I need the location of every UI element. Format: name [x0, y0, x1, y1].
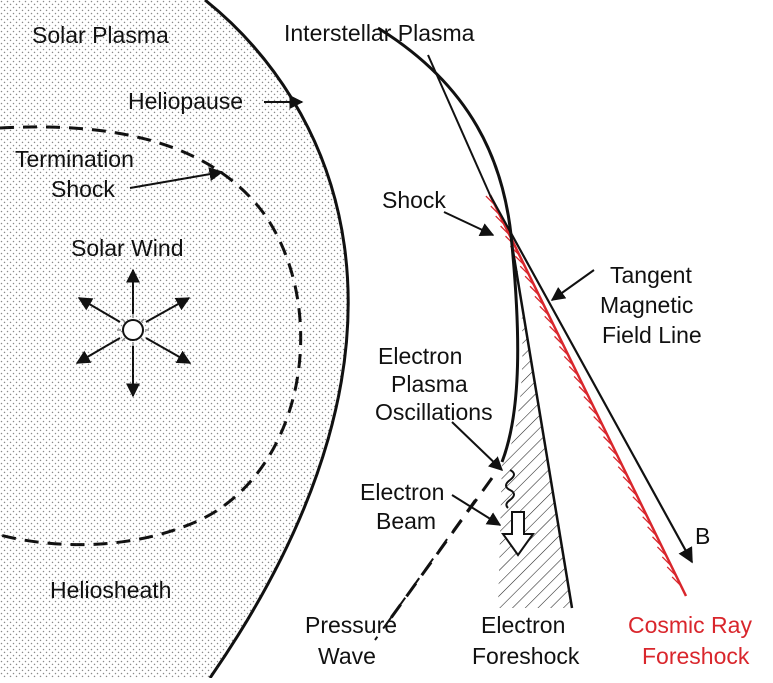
pressure-wave-line-inner — [374, 499, 476, 641]
cosmic-ray-hatch-tick — [568, 365, 579, 376]
tangent-field-line-upper — [427, 54, 491, 196]
electron-beam-label-1: Electron — [360, 479, 444, 505]
cosmic-ray-hatch-tick — [539, 305, 550, 316]
tangent-field-line-pointer — [550, 269, 595, 301]
heliosphere-region — [0, 0, 349, 678]
electron-beam-pointer — [451, 494, 502, 526]
cosmic-ray-hatch-tick — [485, 195, 496, 206]
electron-beam-label-2: Beam — [376, 508, 436, 534]
cosmic-ray-hatch-tick — [603, 436, 613, 447]
cosmic-ray-hatch-tick — [524, 275, 535, 286]
epo-label-3: Oscillations — [375, 399, 493, 425]
electron-beam-arrow — [501, 511, 535, 557]
cosmic-ray-foreshock-label-2: Foreshock — [642, 643, 750, 669]
cosmic-ray-hatch-tick — [519, 265, 530, 276]
termination-shock-label-1: Termination — [15, 146, 134, 172]
pressure-wave-label-2: Wave — [318, 643, 376, 669]
cosmic-ray-hatch-tick — [573, 376, 584, 386]
cosmic-ray-hatch-tick — [632, 496, 643, 507]
electron-foreshock-label-2: Foreshock — [472, 643, 580, 669]
sun-icon — [117, 314, 149, 346]
cosmic-ray-hatch-tick — [652, 536, 662, 547]
cosmic-ray-hatch-tick — [578, 386, 589, 396]
cosmic-ray-hatch-tick — [661, 556, 672, 567]
heliosheath-label: Heliosheath — [50, 577, 171, 603]
cosmic-ray-hatch-tick — [637, 506, 648, 517]
solar-wind-label: Solar Wind — [71, 235, 183, 261]
cosmic-ray-hatch-tick — [544, 315, 555, 326]
cosmic-ray-hatch-tick — [534, 295, 545, 306]
epo-label-2: Plasma — [391, 371, 468, 397]
cosmic-ray-hatch-tick — [554, 335, 564, 346]
electron-plasma-oscillation-squiggle — [505, 469, 515, 509]
oscillations-pointer — [451, 421, 504, 471]
cosmic-ray-hatch-tick — [642, 516, 653, 527]
cosmic-ray-hatch-tick — [607, 446, 618, 457]
cosmic-ray-hatch-tick — [514, 255, 525, 266]
termination-shock-pointer — [129, 167, 224, 189]
shock-pointer — [443, 211, 495, 236]
cosmic-ray-hatch-tick — [563, 355, 574, 366]
tangent-label-1: Tangent — [610, 262, 692, 288]
electron-foreshock-label-1: Electron — [481, 612, 565, 638]
solar-plasma-label: Solar Plasma — [32, 22, 169, 48]
cosmic-ray-hatch-tick — [495, 215, 506, 226]
cosmic-ray-hatch-tick — [612, 456, 623, 467]
cosmic-ray-hatch-tick — [529, 285, 540, 296]
cosmic-ray-hatch-tick — [647, 526, 658, 537]
heliopause-label: Heliopause — [128, 88, 243, 114]
heliopause-boundary — [204, 0, 350, 679]
cosmic-ray-hatch-tick — [549, 325, 560, 336]
b-field-label: B — [695, 523, 710, 549]
cosmic-ray-hatch-tick — [583, 396, 594, 406]
cosmic-ray-hatch-tick — [558, 345, 569, 356]
tangent-magnetic-field-line — [489, 194, 693, 564]
pointer-arrows — [129, 95, 595, 526]
cosmic-ray-hatch-tick — [593, 416, 604, 427]
epo-label-1: Electron — [378, 343, 462, 369]
cosmic-ray-hatch-tick — [588, 406, 599, 417]
cosmic-ray-hatch-tick — [627, 486, 638, 497]
cosmic-ray-hatch-tick — [617, 466, 628, 477]
electron-foreshock-region — [498, 245, 572, 608]
interstellar-plasma-label: Interstellar Plasma — [284, 20, 475, 46]
bow-shock-curve — [377, 26, 520, 463]
cosmic-ray-hatch-tick — [500, 225, 511, 236]
cosmic-ray-hatch-tick — [671, 576, 682, 587]
cosmic-ray-hatch-tick — [598, 426, 609, 437]
cosmic-ray-hatch-tick — [656, 546, 667, 557]
pressure-wave-label-1: Pressure — [305, 612, 397, 638]
shock-label: Shock — [382, 187, 446, 213]
tangent-label-3: Field Line — [602, 322, 702, 348]
cosmic-ray-hatch-tick — [622, 476, 633, 487]
cosmic-ray-foreshock-label-1: Cosmic Ray — [628, 612, 752, 638]
cosmic-ray-hatch-tick — [490, 205, 501, 216]
solar-wind-arrows — [75, 268, 192, 398]
termination-shock-curve — [0, 125, 303, 547]
cosmic-ray-hatch-tick — [666, 566, 677, 577]
electron-foreshock-edge — [510, 244, 574, 609]
termination-shock-label-2: Shock — [51, 176, 115, 202]
tangent-label-2: Magnetic — [600, 292, 693, 318]
